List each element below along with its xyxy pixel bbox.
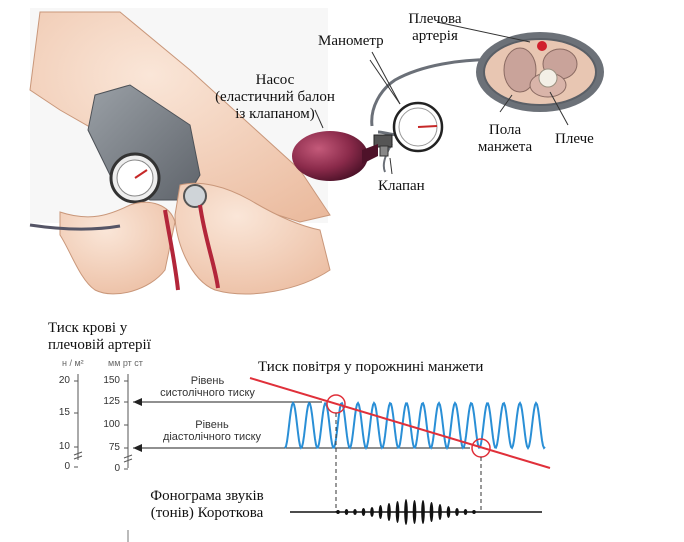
cuff-label-line1: Пола	[465, 122, 545, 139]
manometer-label: Манометр	[318, 33, 384, 50]
korotkoff-sound-burst	[387, 503, 391, 521]
cuff-label: Пола манжета	[465, 122, 545, 156]
systolic-label-line1: Рівень	[140, 375, 275, 387]
korotkoff-sound-burst	[455, 508, 459, 516]
diastolic-label-line1: Рівень	[142, 419, 282, 431]
right-tick-75: 75	[98, 443, 120, 453]
right-tick-100: 100	[98, 420, 120, 430]
left-axis-unit: н / м²	[62, 358, 84, 368]
right-tick-0: 0	[98, 464, 120, 474]
artery-label-line2: артерія	[395, 28, 475, 45]
korotkoff-sound-burst	[404, 499, 408, 525]
korotkoff-sound-burst	[447, 506, 451, 518]
korotkoff-sound-burst	[421, 500, 425, 524]
korotkoff-phonogram	[290, 499, 542, 525]
shoulder-label: Плече	[555, 131, 594, 148]
diastolic-label: Рівень діастолічного тиску	[142, 419, 282, 443]
korotkoff-sound-burst	[336, 510, 340, 514]
bp-axis-title-line2: плечовій артерії	[48, 337, 151, 354]
arm-illustration	[30, 8, 330, 294]
systolic-label: Рівень систолічного тиску	[140, 375, 275, 399]
korotkoff-sound-burst	[430, 502, 434, 522]
bp-axis-title: Тиск крові у плечовій артерії	[48, 320, 151, 354]
korotkoff-sound-burst	[464, 509, 468, 515]
pump-label-line3: із клапаном)	[210, 106, 340, 123]
artery-label-line1: Плечова	[395, 11, 475, 28]
pump-label: Насос (еластичний балон із клапаном)	[210, 72, 340, 123]
pump-label-line2: (еластичний балон	[210, 89, 340, 106]
artery-label: Плечова артерія	[395, 11, 475, 45]
pump-bulb	[292, 131, 368, 181]
korotkoff-sound-burst	[472, 510, 476, 514]
left-tick-15: 15	[48, 408, 70, 418]
korotkoff-sound-burst	[413, 500, 417, 524]
left-tick-10: 10	[48, 442, 70, 452]
cuff-label-line2: манжета	[465, 139, 545, 156]
artery-marker	[537, 41, 547, 51]
right-axis-unit: мм рт ст	[108, 358, 143, 368]
korotkoff-sound-burst	[362, 508, 366, 516]
phonogram-label-line1: Фонограма звуків	[132, 488, 282, 505]
korotkoff-sound-burst	[396, 501, 400, 523]
korotkoff-sound-burst	[370, 507, 374, 517]
korotkoff-sound-burst	[353, 509, 357, 515]
stethoscope-icon	[184, 185, 206, 207]
korotkoff-sound-burst	[345, 509, 349, 515]
systolic-label-line2: систолічного тиску	[140, 387, 275, 399]
arterial-pressure-wave	[285, 403, 545, 448]
air-pressure-label: Тиск повітря у порожнині манжети	[258, 359, 483, 376]
right-tick-125: 125	[98, 397, 120, 407]
left-tick-20: 20	[48, 376, 70, 386]
phonogram-label-line2: (тонів) Короткова	[132, 505, 282, 522]
arm-cross-section	[476, 32, 604, 112]
right-axis	[124, 374, 132, 469]
korotkoff-sound-burst	[438, 504, 442, 520]
valve-label: Клапан	[378, 178, 425, 195]
korotkoff-sound-burst	[379, 505, 383, 519]
left-tick-0: 0	[48, 462, 70, 472]
diastolic-label-line2: діастолічного тиску	[142, 431, 282, 443]
right-tick-150: 150	[98, 376, 120, 386]
bp-axis-title-line1: Тиск крові у	[48, 320, 151, 337]
phonogram-label: Фонограма звуків (тонів) Короткова	[132, 488, 282, 522]
left-axis	[74, 374, 82, 467]
valve-icon	[380, 146, 388, 156]
pump-label-line1: Насос	[210, 72, 340, 89]
